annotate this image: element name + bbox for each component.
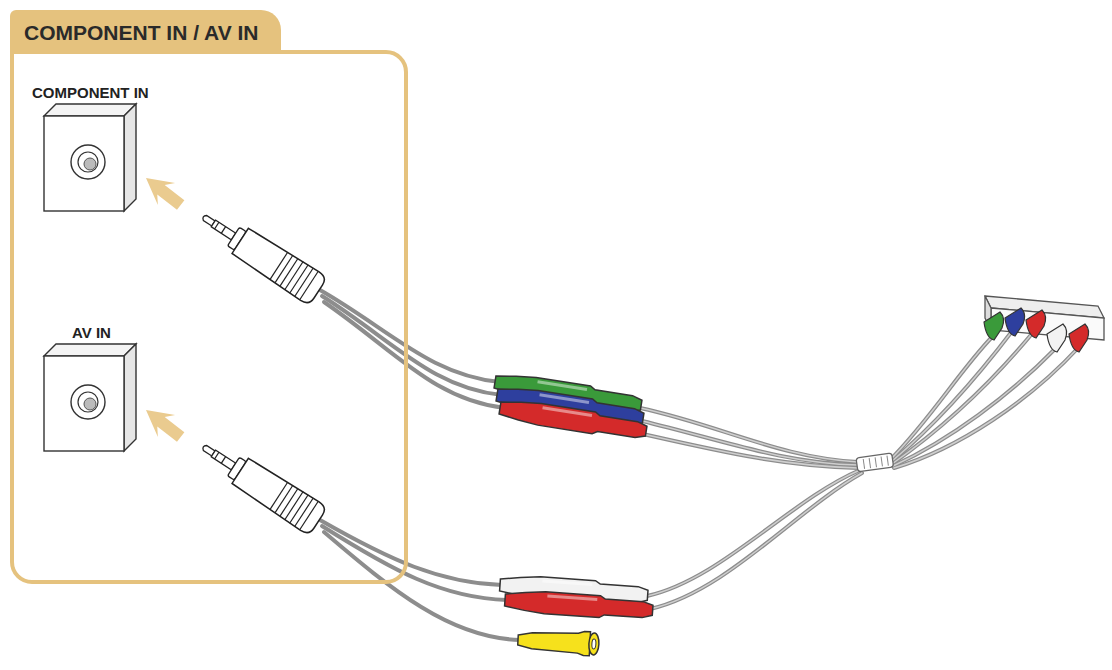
port-label: COMPONENT IN — [32, 84, 166, 102]
port-label: AV IN — [32, 324, 166, 342]
input-panel: COMPONENT IN / AV INCOMPONENT INAV IN — [10, 50, 408, 584]
panel-heading: COMPONENT IN / AV IN — [10, 10, 281, 54]
port-icon — [32, 84, 162, 216]
av-port: AV IN — [32, 324, 166, 456]
component-port: COMPONENT IN — [32, 84, 166, 216]
port-icon — [32, 324, 162, 456]
